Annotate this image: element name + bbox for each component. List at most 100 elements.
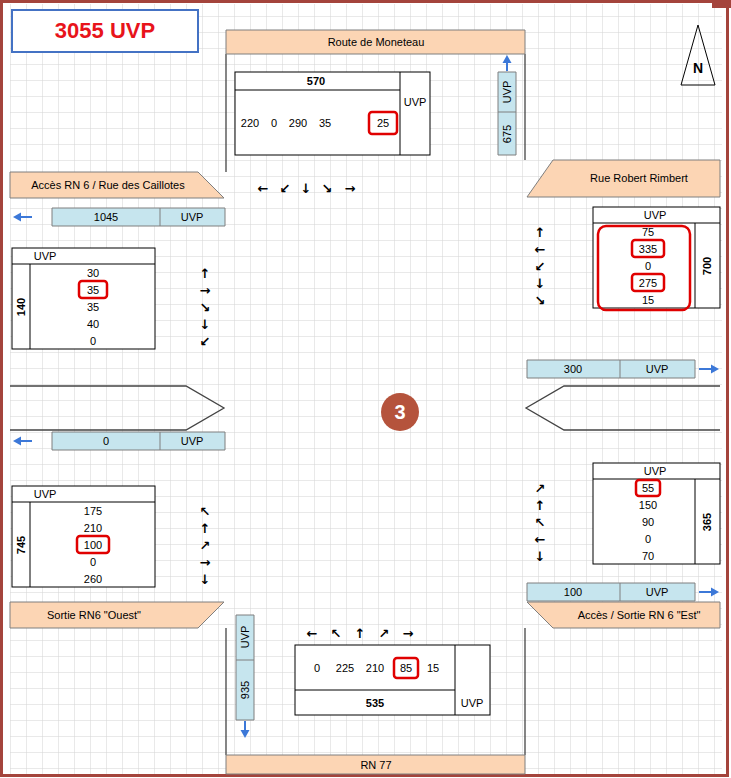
flow-value: 35 — [87, 301, 99, 312]
highlight-box — [77, 536, 109, 553]
road-edges — [10, 54, 720, 755]
node-text: 675 — [502, 125, 513, 143]
movement-arrow: ↑ — [535, 498, 546, 511]
table-rule — [295, 645, 455, 715]
count-table — [12, 486, 155, 587]
movement-arrow: ← — [535, 242, 546, 255]
flow-value: 225 — [336, 663, 354, 674]
flow-value: 335 — [639, 243, 657, 254]
movement-arrow: → — [403, 627, 414, 640]
flow-value: 70 — [642, 550, 654, 561]
flow-value: 90 — [642, 516, 654, 527]
node-outline — [226, 755, 525, 774]
exit-arrow — [21, 440, 32, 442]
exit-arrow — [13, 213, 21, 222]
cell-divider — [620, 360, 621, 378]
table-rule — [235, 72, 400, 155]
flow-value: 55 — [642, 482, 654, 493]
movement-arrow: ↘ — [535, 293, 546, 306]
grid-background — [10, 4, 722, 774]
road-edge — [225, 54, 226, 172]
unit-label: UVP — [404, 97, 427, 108]
node-text: UVP — [646, 364, 669, 375]
flow-value: 25 — [377, 118, 389, 129]
node-text: 300 — [564, 364, 582, 375]
flow-value: 100 — [84, 539, 102, 550]
highlight-box — [632, 240, 664, 257]
movement-arrow: ← — [258, 182, 269, 195]
count-table — [593, 207, 720, 308]
count-table — [235, 72, 430, 155]
road-edge — [524, 628, 525, 755]
node-text: 0 — [103, 436, 109, 447]
table-rule — [593, 223, 720, 308]
node-shape — [527, 360, 695, 378]
movement-arrow: → — [345, 182, 356, 195]
road-edge — [225, 628, 226, 755]
exit-arrow — [711, 588, 719, 597]
flow-value: 0 — [645, 533, 651, 544]
total-value: 365 — [702, 512, 713, 530]
highlight-box — [394, 658, 418, 678]
exit-arrows — [13, 55, 719, 738]
movement-arrow: ↗ — [200, 538, 211, 551]
movement-arrow: ← — [535, 532, 546, 545]
exit-flow-box: 0UVP — [52, 432, 225, 450]
total-value: 745 — [16, 535, 27, 553]
median-island — [526, 386, 720, 430]
total-flow-box: 3055 UVP — [12, 10, 198, 52]
movement-arrow: ↙ — [280, 182, 291, 195]
node-text: 100 — [564, 587, 582, 598]
node-text: UVP — [181, 212, 204, 223]
exit-arrow — [711, 365, 719, 374]
flow-value: 0 — [645, 260, 651, 271]
exit-arrow — [21, 216, 32, 218]
exit-flow-box: 100UVP — [527, 583, 695, 601]
north-arrow — [681, 25, 715, 85]
cell-divider — [620, 583, 621, 601]
node-text: Accès / Sortie RN 6 "Est" — [578, 610, 701, 621]
unit-label: UVP — [34, 489, 57, 500]
node-outline — [226, 30, 525, 54]
road-name-band: Accès / Sortie RN 6 "Est" — [527, 602, 720, 628]
exit-arrow — [13, 437, 21, 446]
exit-arrow — [503, 55, 512, 63]
movement-arrow: → — [200, 555, 211, 568]
flow-value: 275 — [639, 277, 657, 288]
movement-arrow: ↓ — [535, 549, 546, 562]
table-rule — [12, 502, 155, 587]
movement-arrow: ↑ — [535, 225, 546, 238]
flow-value: 0 — [314, 663, 320, 674]
highlight-box — [636, 480, 660, 496]
exit-flow-box: UVP935 — [236, 615, 254, 720]
movement-arrow: ↓ — [200, 572, 211, 585]
node-text: 3055 UVP — [55, 20, 155, 42]
cell-divider — [160, 208, 161, 226]
exit-flow-box: UVP675 — [498, 72, 516, 155]
node-outline — [498, 72, 516, 155]
total-value: 570 — [307, 76, 325, 87]
road-name-band: RN 77 — [226, 755, 525, 774]
node-outline — [52, 208, 225, 226]
flow-value: 210 — [366, 663, 384, 674]
north-label: N — [693, 61, 703, 75]
flow-value: 75 — [642, 226, 654, 237]
exit-flow-box: 300 UVP — [527, 360, 695, 378]
flow-value: 220 — [241, 118, 259, 129]
movement-arrow: ↗ — [535, 481, 546, 494]
movement-arrow: ↓ — [200, 317, 211, 330]
flow-value: 85 — [400, 663, 412, 674]
flow-value: 30 — [87, 267, 99, 278]
node-outline — [527, 602, 720, 628]
flow-value: 35 — [319, 118, 331, 129]
movement-arrow: ↘ — [200, 300, 211, 313]
highlight-box — [598, 226, 690, 310]
flow-value: 0 — [90, 556, 96, 567]
movement-arrow: ↓ — [301, 182, 312, 195]
exit-arrow — [244, 721, 246, 730]
intersection-number: 3 — [380, 392, 420, 432]
node-text: RN 77 — [360, 760, 391, 771]
highlight-box — [369, 112, 397, 134]
highlight-box — [632, 274, 664, 291]
